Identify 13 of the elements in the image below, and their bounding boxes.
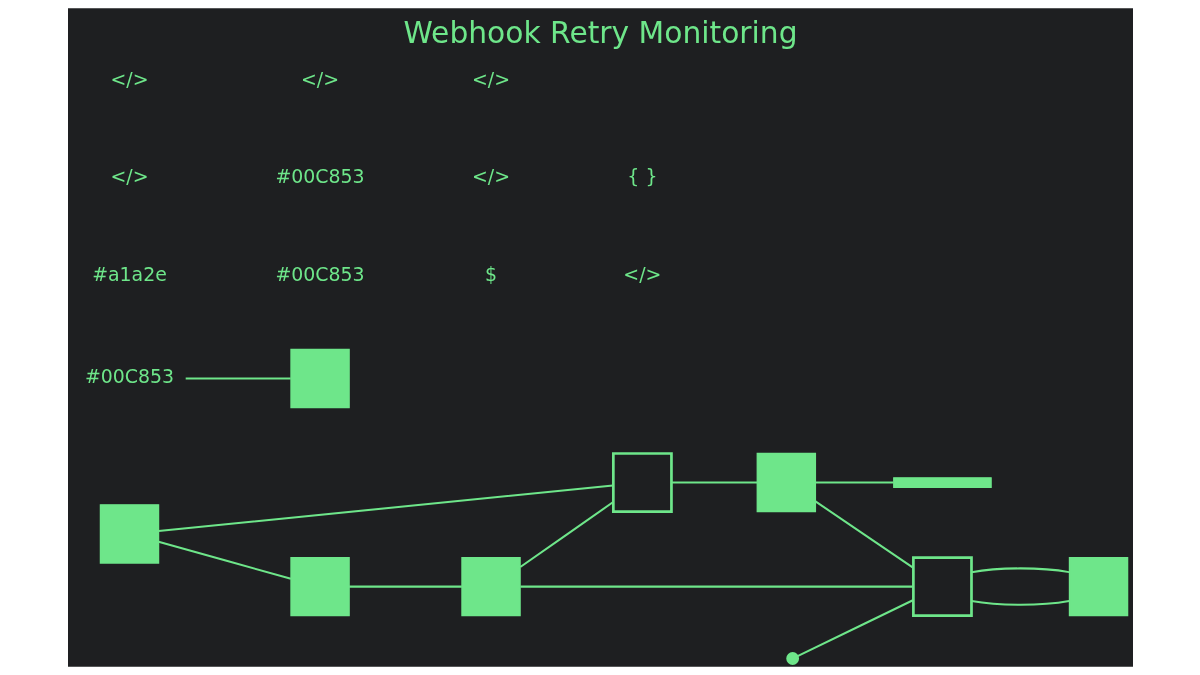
label: #a1a2e	[91, 262, 167, 285]
label: </>	[109, 68, 149, 91]
label: </>	[109, 165, 149, 188]
label: $	[484, 262, 497, 285]
node-text: #00C853	[84, 365, 174, 388]
label: </>	[471, 68, 510, 91]
label: </>	[300, 68, 339, 91]
label: { }	[626, 165, 657, 188]
label: </>	[471, 165, 510, 188]
label: </>	[622, 262, 661, 285]
label: #00C853	[274, 165, 365, 188]
label: #00C853	[274, 262, 365, 285]
diagram-title: Webhook Retry Monitoring	[402, 14, 798, 50]
